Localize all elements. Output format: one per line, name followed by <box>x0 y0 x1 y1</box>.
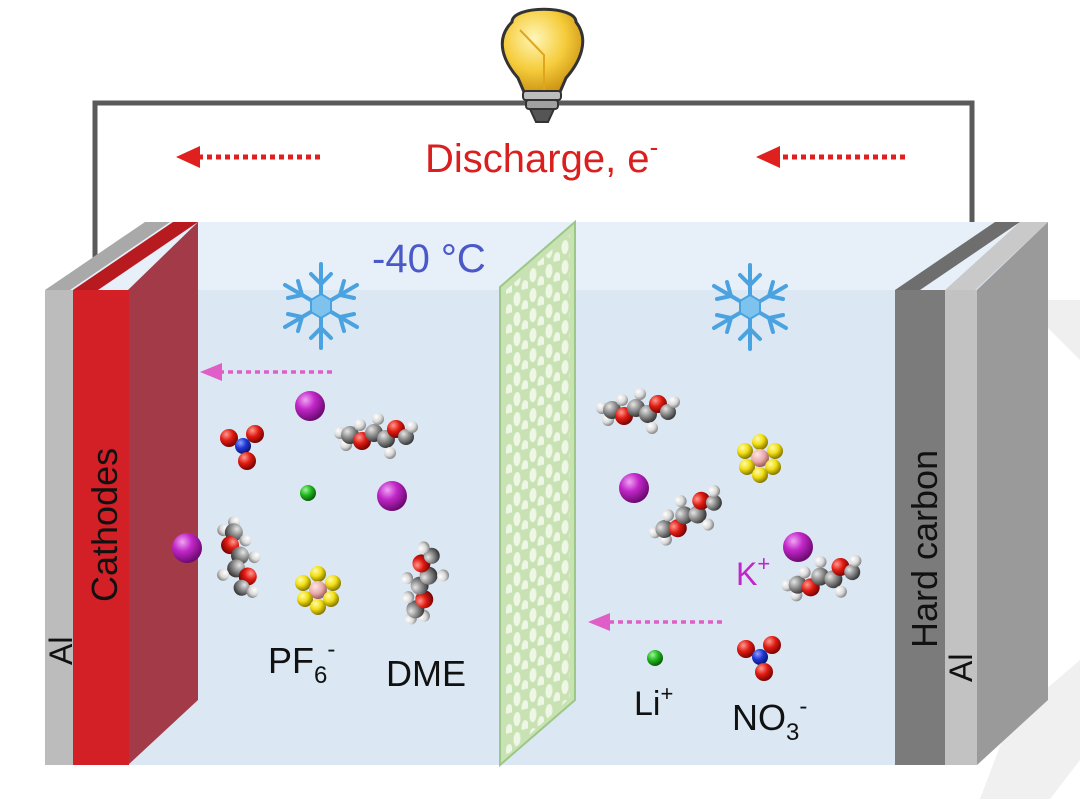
cathode-side-face <box>128 222 198 765</box>
discharge-superscript: - <box>650 132 659 162</box>
electron-arrow-left <box>176 146 320 168</box>
al-label-left: Al <box>43 637 79 665</box>
li-ion <box>300 485 316 501</box>
dme-label: DME <box>386 653 466 694</box>
al-collector-right <box>945 290 977 765</box>
light-bulb-icon <box>500 7 585 123</box>
li-ion-label: Li+ <box>634 681 673 723</box>
al-label-right: Al <box>943 654 979 682</box>
temperature-label: -40 °C <box>372 237 486 281</box>
cathode-layer <box>73 290 129 765</box>
ion-arrow-left <box>200 363 332 381</box>
cathode-label: Cathodes <box>84 448 125 602</box>
k-ion <box>783 532 813 562</box>
al-collector-left <box>45 290 73 765</box>
ion-arrow-right <box>588 613 722 631</box>
no3-label: NO3- <box>732 693 807 746</box>
k-ion <box>377 481 407 511</box>
anode-hard-carbon <box>895 290 945 765</box>
anode-label: Hard carbon <box>904 450 945 648</box>
k-ion <box>172 533 202 563</box>
electron-arrow-right <box>756 146 905 168</box>
k-ion <box>619 473 649 503</box>
k-ion <box>295 391 325 421</box>
k-ion-label: K+ <box>736 551 770 592</box>
li-ion <box>647 650 663 666</box>
discharge-label: Discharge, e- <box>425 132 658 181</box>
pf6-label: PF6- <box>268 636 335 689</box>
